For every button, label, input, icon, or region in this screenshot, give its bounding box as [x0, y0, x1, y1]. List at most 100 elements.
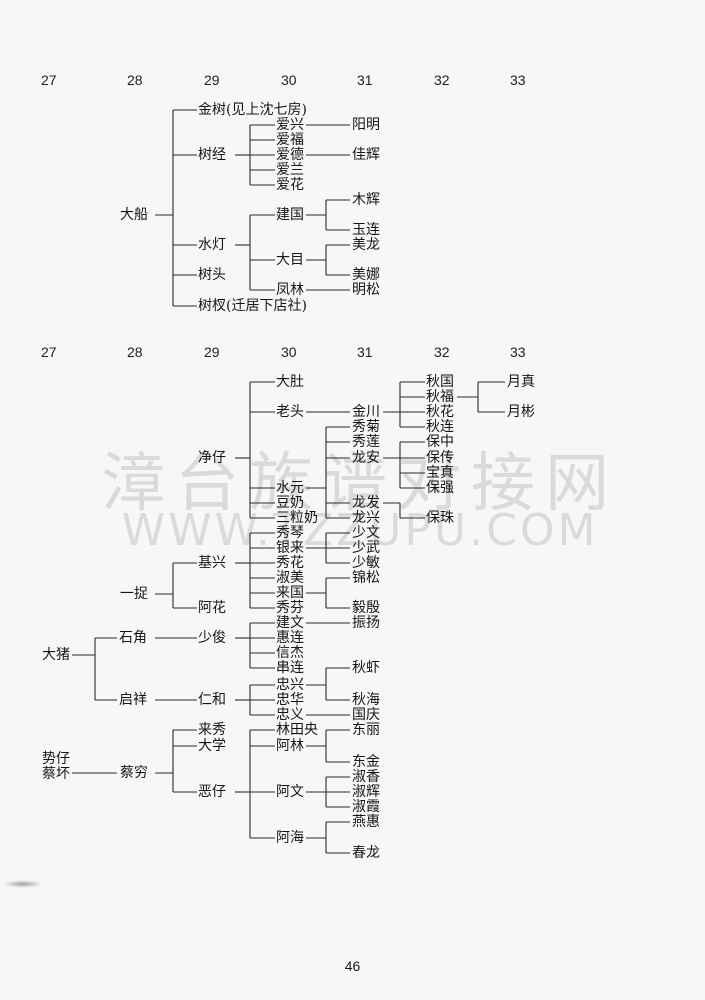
person-name: 阿文 [276, 784, 304, 800]
person-name: 少文 [352, 525, 380, 541]
person-name: 阿林 [276, 738, 304, 754]
generation-label: 27 [41, 344, 57, 360]
person-name: 林田央 [276, 722, 318, 738]
person-name: 少俊 [198, 630, 226, 646]
person-name: 宝真 [426, 465, 454, 481]
generation-label: 32 [434, 72, 450, 88]
person-name: 启祥 [119, 692, 147, 708]
person-name: 龙发 [352, 495, 380, 511]
person-name: 淑辉 [352, 784, 380, 800]
person-name: 东丽 [352, 722, 380, 738]
person-name: 国庆 [352, 707, 380, 723]
person-name: 秋虾 [352, 660, 380, 676]
person-name: 忠华 [276, 692, 304, 708]
generation-label: 31 [357, 344, 373, 360]
person-name: 凤林 [276, 282, 304, 298]
person-name: 秋福 [426, 389, 454, 405]
person-name: 爱兰 [276, 162, 304, 178]
person-name: 玉连 [352, 222, 380, 238]
generation-label: 33 [510, 72, 526, 88]
person-name: 大目 [276, 252, 304, 268]
person-name: 淑霞 [352, 799, 380, 815]
person-name: 阳明 [352, 117, 380, 133]
person-name: 恶仔 [198, 784, 226, 800]
person-name: 龙兴 [352, 510, 380, 526]
person-name: 秀莲 [352, 434, 380, 450]
person-name: 木辉 [352, 192, 380, 208]
person-name: 秀芬 [276, 600, 304, 616]
person-name: 忠兴 [276, 677, 304, 693]
person-name: 蔡穷 [120, 765, 148, 781]
person-name: 少武 [352, 540, 380, 556]
person-name: 爱福 [276, 132, 304, 148]
person-name: 美娜 [352, 267, 380, 283]
person-name: 秋国 [426, 374, 454, 390]
person-name: 树头 [198, 267, 226, 283]
person-name: 势仔 [42, 751, 70, 767]
person-name: 水灯 [198, 237, 226, 253]
scan-speck [3, 880, 43, 888]
person-name: 大肚 [276, 374, 304, 390]
person-name: 保中 [426, 434, 454, 450]
person-name: 净仔 [198, 450, 226, 466]
person-name: 东金 [352, 754, 380, 770]
generation-label: 33 [510, 344, 526, 360]
watermark-url: WWW.TZZUPU.COM [121, 505, 599, 556]
generation-label: 30 [281, 344, 297, 360]
generation-label: 32 [434, 344, 450, 360]
person-name: 大船 [120, 207, 148, 223]
person-name: 豆奶 [276, 495, 304, 511]
generation-label: 30 [281, 72, 297, 88]
person-name: 美龙 [352, 237, 380, 253]
person-name: 爱花 [276, 177, 304, 193]
person-name: 佳辉 [352, 147, 380, 163]
person-name: 建国 [276, 207, 304, 223]
person-name: 金川 [352, 404, 380, 420]
person-name: 阿花 [198, 600, 226, 616]
person-name: 银来 [276, 540, 304, 556]
person-name: 月彬 [507, 404, 535, 420]
person-name: 毅殷 [352, 600, 380, 616]
person-name: 龙安 [352, 450, 380, 466]
person-name: 锦松 [352, 570, 380, 586]
person-name: 阿海 [276, 830, 304, 846]
generation-label: 29 [204, 344, 220, 360]
person-name: 爱兴 [276, 117, 304, 133]
page-number: 46 [344, 958, 361, 974]
person-name: 淑美 [276, 570, 304, 586]
person-name: 忠义 [276, 707, 304, 723]
person-name: 春龙 [352, 845, 380, 861]
person-name: 一捉 [120, 586, 148, 602]
person-name: 燕惠 [352, 814, 380, 830]
person-name: 水元 [276, 480, 304, 496]
person-name: 保传 [426, 450, 454, 466]
generation-label: 28 [127, 344, 143, 360]
person-name: 秋海 [352, 692, 380, 708]
person-name: 仁和 [198, 692, 226, 708]
generation-label: 31 [357, 72, 373, 88]
person-name: 淑香 [352, 769, 380, 785]
person-name: 保珠 [426, 510, 454, 526]
person-name: 爱德 [276, 147, 304, 163]
person-name: 振扬 [352, 615, 380, 631]
person-name: 惠连 [276, 630, 304, 646]
person-name: 来秀 [198, 722, 226, 738]
person-name: 三粒奶 [276, 510, 318, 526]
person-name: 蔡坏 [42, 766, 70, 782]
generation-label: 29 [204, 72, 220, 88]
person-name: 月真 [507, 374, 535, 390]
person-name: 金树(见上沈七房) [198, 102, 307, 118]
person-name: 树杈(迁居下店社) [198, 298, 307, 314]
person-name: 老头 [276, 404, 304, 420]
person-name: 建文 [276, 615, 304, 631]
person-name: 信杰 [276, 645, 304, 661]
person-name: 明松 [352, 282, 380, 298]
person-name: 树经 [198, 147, 226, 163]
person-name: 串连 [276, 660, 304, 676]
person-name: 秀菊 [352, 419, 380, 435]
person-name: 秀花 [276, 555, 304, 571]
person-name: 来国 [276, 585, 304, 601]
person-name: 大猪 [42, 647, 70, 663]
